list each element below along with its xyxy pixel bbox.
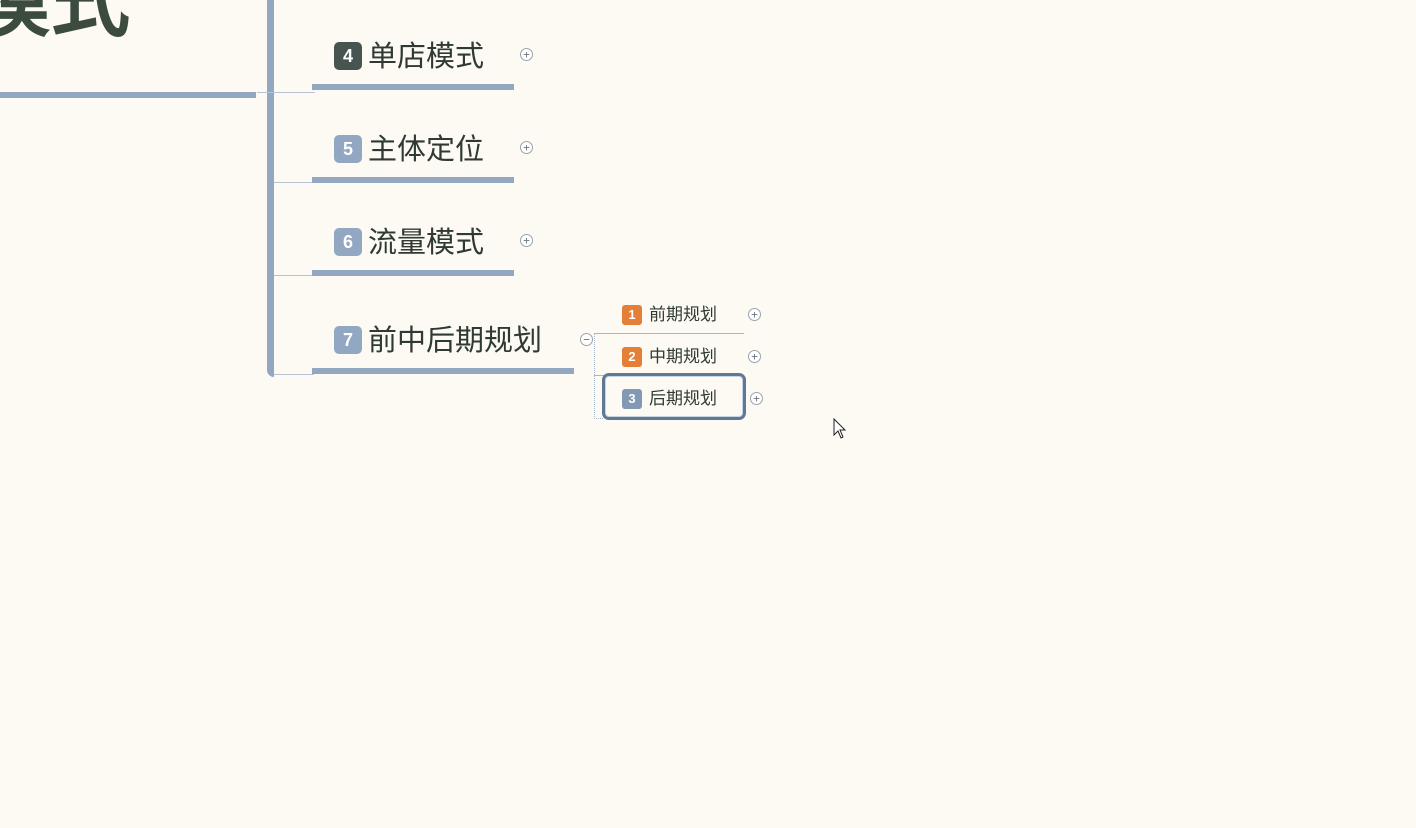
branch-link [274,374,314,375]
subtopic-label: 中期规划 [649,347,717,367]
branch-link [274,182,314,183]
expand-icon[interactable]: + [748,350,761,363]
priority-badge: 7 [334,326,362,354]
subtopic-link [594,375,604,376]
subtopic-underline [594,333,744,334]
branch-link [274,275,314,276]
expand-icon[interactable]: + [520,48,533,61]
mouse-pointer-icon [833,418,847,439]
branch-link [257,92,315,93]
root-connector-line [0,92,256,98]
topic-underline [312,368,574,374]
priority-badge: 2 [622,347,642,367]
collapse-icon[interactable]: − [580,333,593,346]
subtopic-label: 后期规划 [649,389,717,409]
branch-spine [267,0,274,377]
expand-icon[interactable]: + [750,392,763,405]
expand-icon[interactable]: + [520,141,533,154]
topic-underline [312,84,514,90]
topic-underline [312,270,514,276]
topic-label: 流量模式 [368,225,485,259]
priority-badge: 4 [334,42,362,70]
topic-label: 单店模式 [368,39,485,73]
subtopic-label: 前期规划 [649,305,717,325]
topic-underline [312,177,514,183]
priority-badge: 6 [334,228,362,256]
priority-badge: 3 [622,389,642,409]
topic-label: 主体定位 [368,132,485,166]
expand-icon[interactable]: + [748,308,761,321]
priority-badge: 1 [622,305,642,325]
expand-icon[interactable]: + [520,234,533,247]
priority-badge: 5 [334,135,362,163]
selection-frame[interactable] [602,373,746,420]
root-topic-title[interactable]: 模式 [0,0,130,48]
topic-label: 前中后期规划 [368,323,543,357]
